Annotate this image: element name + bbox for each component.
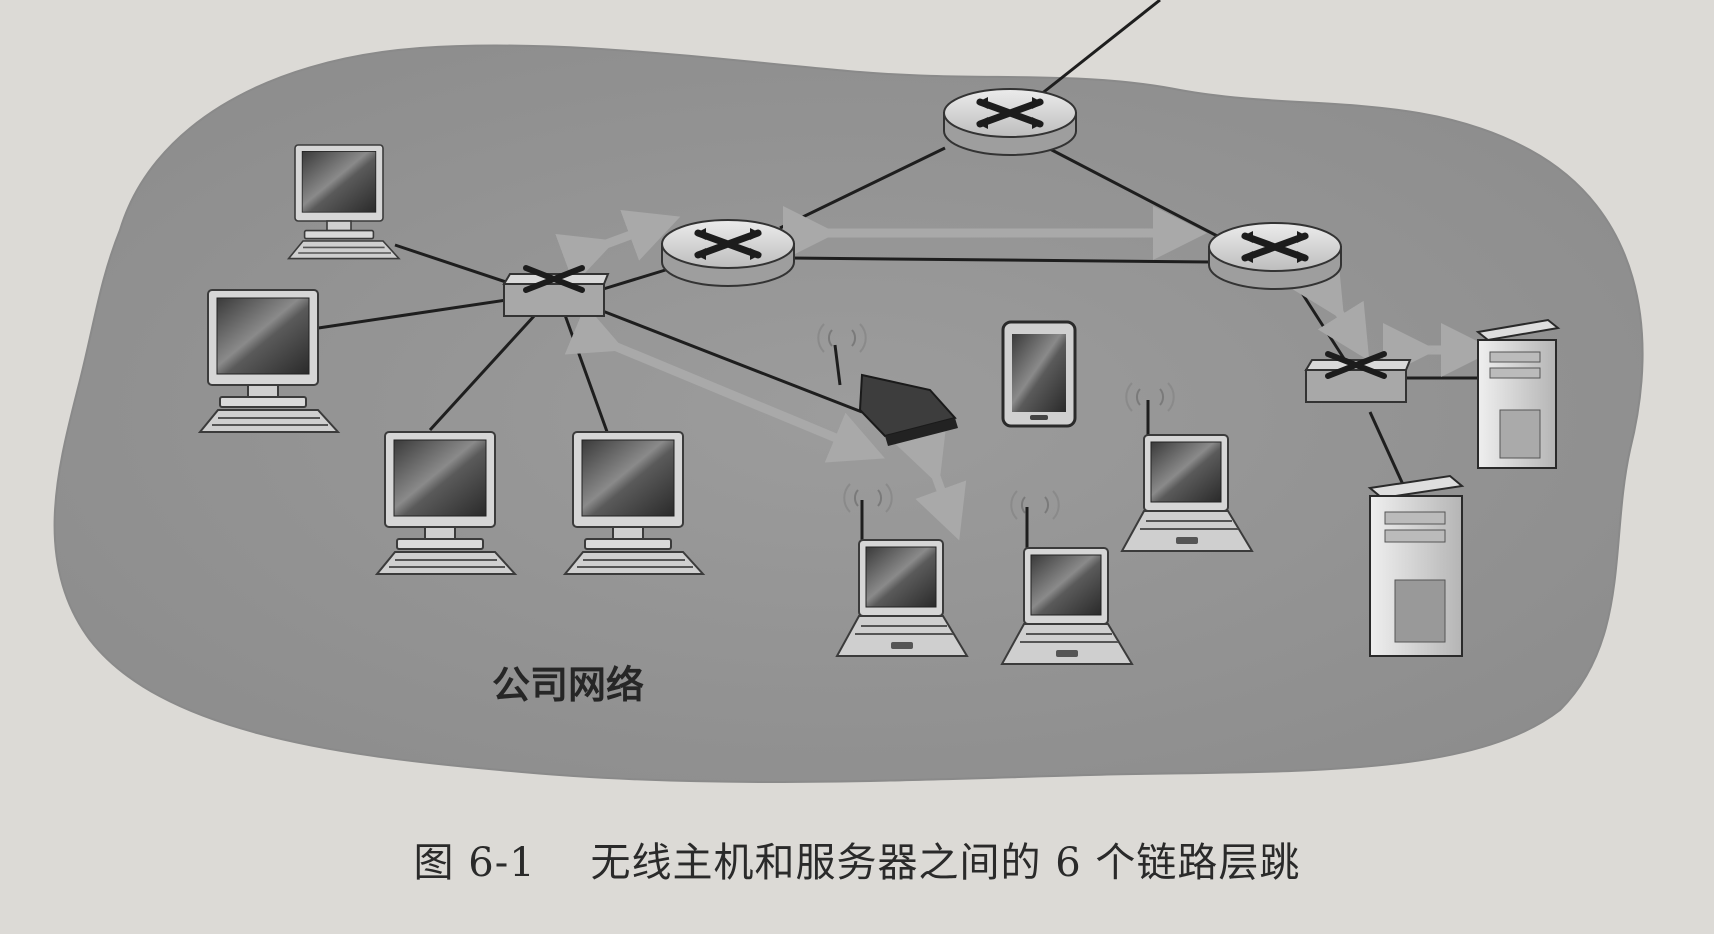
- router-top: [944, 89, 1076, 155]
- desktop-computer: [287, 144, 400, 260]
- laptop-wireless: [1121, 382, 1253, 552]
- desktop-computer: [564, 431, 704, 575]
- server-tower: [1475, 318, 1561, 469]
- switch-left: [504, 268, 608, 316]
- figure-caption-text: 无线主机和服务器之间的 6 个链路层跳: [590, 840, 1301, 886]
- router-right: [1209, 223, 1341, 289]
- network-region-label: 公司网络: [492, 663, 644, 707]
- server-tower: [1367, 474, 1465, 657]
- router-left: [662, 220, 794, 286]
- figure-caption: 图 6-1 无线主机和服务器之间的 6 个链路层跳: [0, 830, 1714, 888]
- figure-number: 图 6-1: [413, 840, 536, 886]
- laptop-wireless: [1001, 490, 1133, 665]
- desktop-computer: [199, 289, 339, 433]
- laptop-wireless: [836, 483, 968, 657]
- wireless-access-point: [817, 323, 958, 446]
- switch-right: [1306, 354, 1410, 402]
- uplink-line: [1039, 0, 1161, 97]
- hop-arrows: [555, 206, 1495, 541]
- tablet-device: [1001, 320, 1077, 428]
- desktop-computer: [376, 431, 516, 575]
